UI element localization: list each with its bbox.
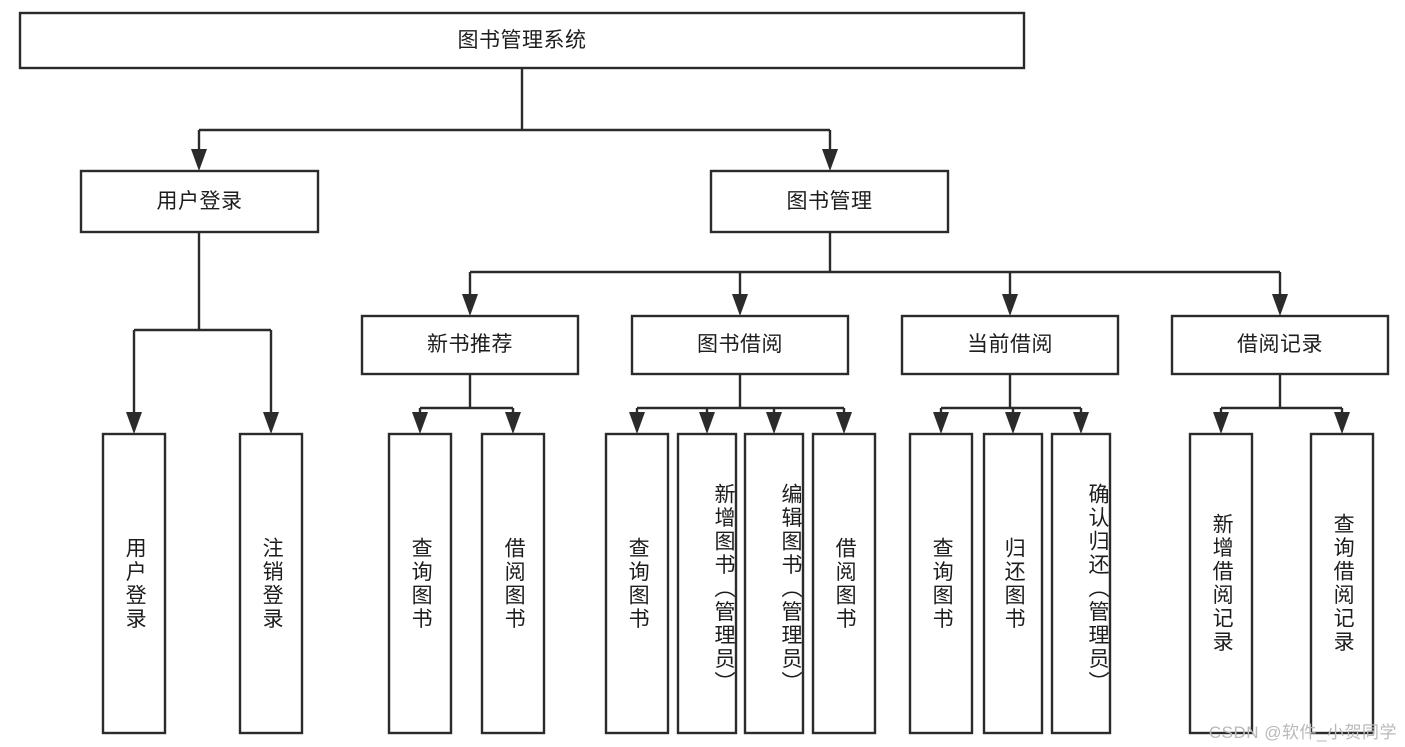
node-box-leaf-add-book[interactable] [676,432,738,735]
node-box-leaf-return-book[interactable] [982,432,1044,735]
node-box-leaf-query-book-3[interactable] [908,432,974,735]
node-box-leaf-edit-book[interactable] [743,432,805,735]
node-box-user-login[interactable] [79,169,320,234]
node-box-leaf-user-logout[interactable] [238,432,304,735]
node-box-leaf-user-login[interactable] [101,432,167,735]
node-box-leaf-query-book-2[interactable] [604,432,670,735]
node-box-book-manage[interactable] [709,169,950,234]
node-box-leaf-query-record[interactable] [1309,432,1375,735]
node-box-leaf-borrow-book-2[interactable] [811,432,877,735]
connector-new-book-recommend-children [412,374,521,434]
connector-user-login-children [126,232,279,434]
node-box-new-book-recommend[interactable] [360,314,580,376]
node-box-book-borrow[interactable] [630,314,850,376]
watermark-text: CSDN @软件_小贺同学 [1208,723,1397,742]
node-box-borrow-record[interactable] [1170,314,1390,376]
node-box-leaf-borrow-book-1[interactable] [480,432,546,735]
connector-current-borrow-children [933,374,1089,434]
node-box-leaf-query-book-1[interactable] [387,432,453,735]
connector-book-manage-children [462,232,1288,316]
node-box-leaf-add-record[interactable] [1188,432,1254,735]
connector-root-children [191,68,838,171]
connector-borrow-record-children [1213,374,1350,434]
node-box-leaf-confirm-return[interactable] [1050,432,1112,735]
node-box-current-borrow[interactable] [900,314,1120,376]
connector-book-borrow-children [629,374,852,434]
node-box-root[interactable] [18,11,1026,70]
